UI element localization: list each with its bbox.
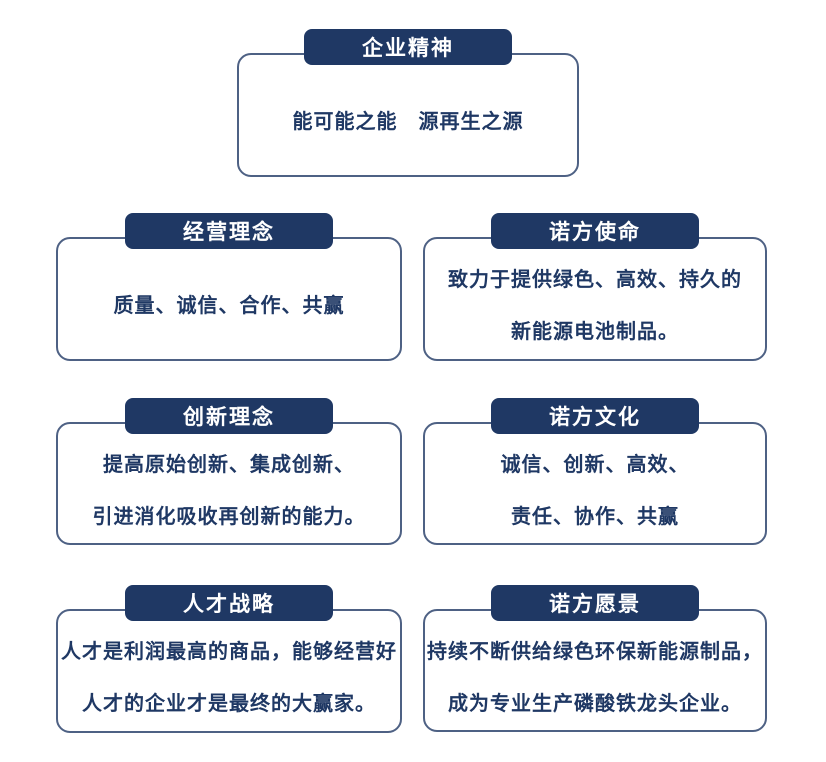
card-tab: 诺方愿景 — [491, 585, 699, 621]
card-body: 诚信、创新、高效、 责任、协作、共赢 — [425, 424, 765, 543]
card-text-line: 新能源电池制品。 — [511, 321, 679, 343]
card-business-philosophy: 经营理念 质量、诚信、合作、共赢 — [56, 213, 402, 361]
card-tab: 经营理念 — [125, 213, 333, 249]
card-text-line: 人才是利润最高的商品，能够经营好 — [61, 641, 397, 663]
card-enterprise-spirit: 企业精神 能可能之能 源再生之源 — [237, 29, 579, 177]
card-title: 诺方愿景 — [549, 593, 641, 616]
card-body: 人才是利润最高的商品，能够经营好 人才的企业才是最终的大赢家。 — [58, 611, 400, 731]
card-text-line: 人才的企业才是最终的大赢家。 — [82, 693, 376, 715]
card-nuofang-culture: 诺方文化 诚信、创新、高效、 责任、协作、共赢 — [423, 398, 767, 545]
card-title: 企业精神 — [362, 37, 454, 60]
card-text-line: 能可能之能 源再生之源 — [292, 111, 524, 133]
card-tab: 人才战略 — [125, 585, 333, 621]
card-text-line: 成为专业生产磷酸铁龙头企业。 — [448, 692, 742, 715]
card-title: 人才战略 — [183, 593, 275, 616]
card-text-line: 致力于提供绿色、高效、持久的 — [448, 269, 742, 291]
card-title: 经营理念 — [183, 221, 275, 244]
card-tab: 企业精神 — [304, 29, 512, 65]
card-text-line: 引进消化吸收再创新的能力。 — [92, 505, 366, 528]
card-text-line: 提高原始创新、集成创新、 — [103, 453, 355, 476]
card-text-line: 持续不断供给绿色环保新能源制品， — [427, 640, 763, 663]
card-innovation-philosophy: 创新理念 提高原始创新、集成创新、 引进消化吸收再创新的能力。 — [56, 398, 402, 545]
card-text-line: 诚信、创新、高效、 — [500, 453, 690, 476]
card-tab: 诺方使命 — [491, 213, 699, 249]
card-body: 致力于提供绿色、高效、持久的 新能源电池制品。 — [425, 239, 765, 359]
card-talent-strategy: 人才战略 人才是利润最高的商品，能够经营好 人才的企业才是最终的大赢家。 — [56, 585, 402, 733]
card-body: 质量、诚信、合作、共赢 — [58, 239, 400, 359]
card-body: 能可能之能 源再生之源 — [239, 55, 577, 175]
card-title: 诺方使命 — [549, 221, 641, 244]
card-body: 提高原始创新、集成创新、 引进消化吸收再创新的能力。 — [58, 424, 400, 543]
card-nuofang-mission: 诺方使命 致力于提供绿色、高效、持久的 新能源电池制品。 — [423, 213, 767, 361]
card-nuofang-vision: 诺方愿景 持续不断供给绿色环保新能源制品， 成为专业生产磷酸铁龙头企业。 — [423, 585, 767, 732]
card-tab: 诺方文化 — [491, 398, 699, 434]
card-title: 诺方文化 — [549, 406, 641, 429]
card-tab: 创新理念 — [125, 398, 333, 434]
card-body: 持续不断供给绿色环保新能源制品， 成为专业生产磷酸铁龙头企业。 — [425, 611, 765, 730]
card-text-line: 质量、诚信、合作、共赢 — [113, 295, 345, 317]
card-text-line: 责任、协作、共赢 — [511, 505, 679, 528]
card-title: 创新理念 — [183, 406, 275, 429]
